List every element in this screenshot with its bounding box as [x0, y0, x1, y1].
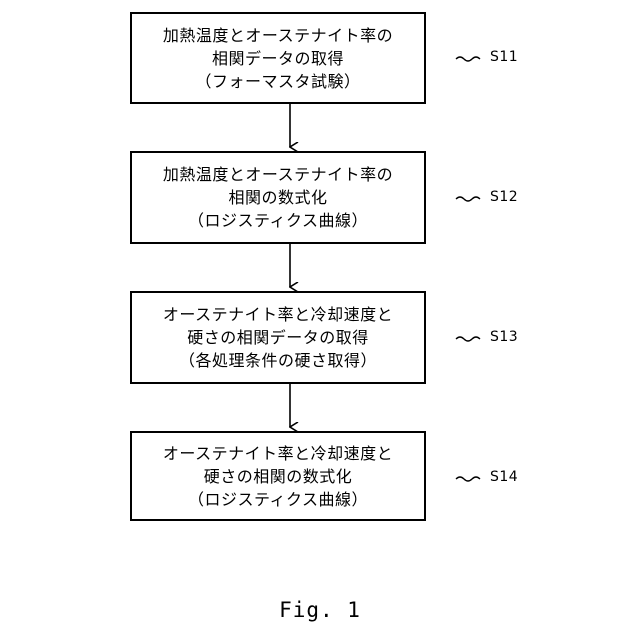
step-label-s13: S13	[490, 329, 518, 345]
leader-line-s13	[456, 337, 480, 341]
step-text-line: （ロジスティクス曲線）	[188, 209, 368, 232]
step-text-line: オーステナイト率と冷却速度と	[163, 442, 393, 465]
leader-line-s11	[456, 57, 480, 61]
step-label-s12: S12	[490, 189, 518, 205]
figure-caption: Fig. 1	[0, 598, 640, 622]
leader-line-s14	[456, 477, 480, 481]
step-text-line: 加熱温度とオーステナイト率の	[163, 163, 393, 186]
step-text-line: 相関データの取得	[212, 47, 344, 70]
step-text-line: 相関の数式化	[228, 186, 327, 209]
leader-line-s12	[456, 197, 480, 201]
step-box-s11: 加熱温度とオーステナイト率の 相関データの取得 （フォーマスタ試験）	[130, 12, 426, 104]
step-box-s12: 加熱温度とオーステナイト率の 相関の数式化 （ロジスティクス曲線）	[130, 151, 426, 244]
step-box-s14: オーステナイト率と冷却速度と 硬さの相関の数式化 （ロジスティクス曲線）	[130, 431, 426, 521]
step-label-s14: S14	[490, 469, 518, 485]
step-text-line: （ロジスティクス曲線）	[188, 488, 368, 511]
step-text-line: （フォーマスタ試験）	[195, 70, 360, 93]
step-text-line: 加熱温度とオーステナイト率の	[163, 24, 393, 47]
step-text-line: オーステナイト率と冷却速度と	[163, 303, 393, 326]
step-text-line: 硬さの相関の数式化	[204, 465, 353, 488]
step-text-line: 硬さの相関データの取得	[187, 326, 369, 349]
step-label-s11: S11	[490, 49, 518, 65]
step-box-s13: オーステナイト率と冷却速度と 硬さの相関データの取得 （各処理条件の硬さ取得）	[130, 291, 426, 384]
step-text-line: （各処理条件の硬さ取得）	[179, 349, 377, 372]
